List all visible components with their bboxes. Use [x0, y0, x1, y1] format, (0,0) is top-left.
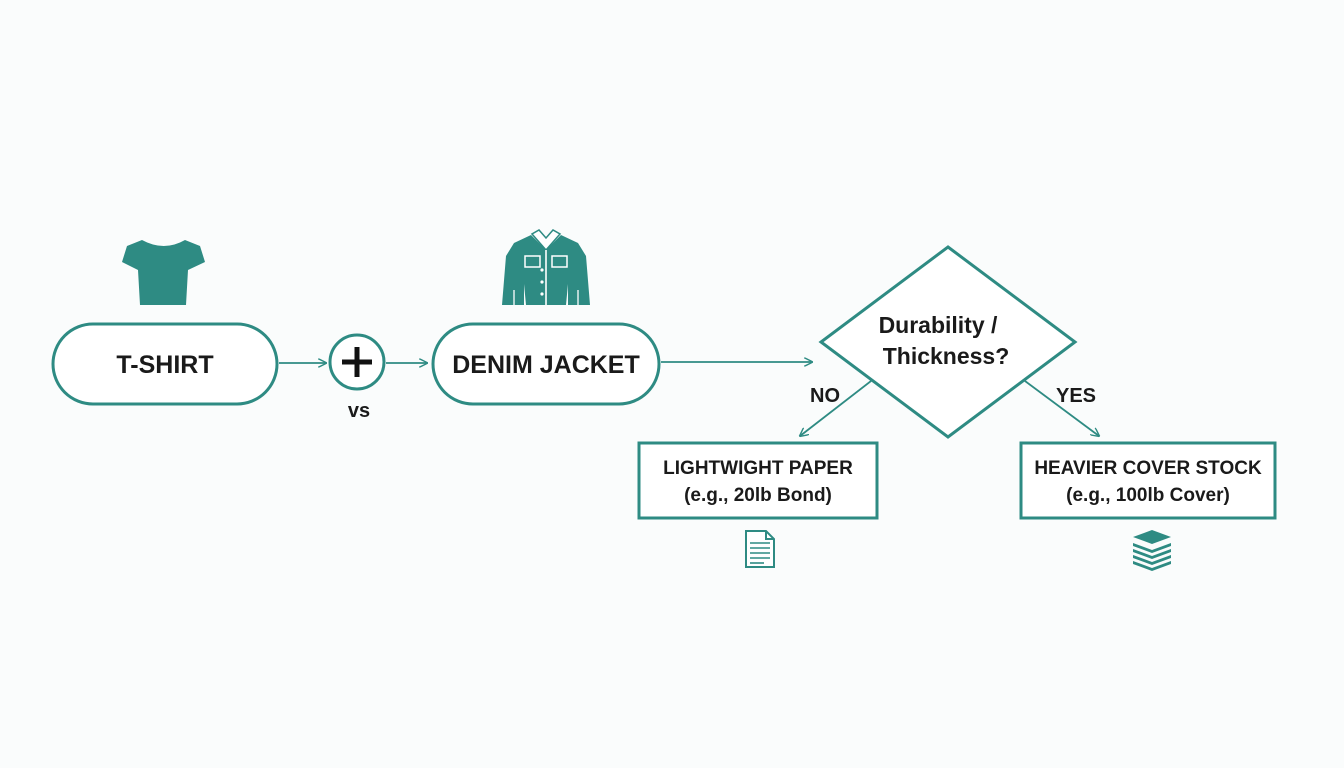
heavy-line-2: (e.g., 100lb Cover) [1066, 485, 1230, 506]
lightweight-paper-node: LIGHTWIGHT PAPER (e.g., 20lb Bond) [637, 441, 879, 520]
decision-line-2: Thickness? [883, 343, 1010, 369]
jacket-label: DENIM JACKET [452, 351, 640, 379]
tshirt-icon [122, 240, 205, 305]
tshirt-node: T-SHIRT [51, 322, 279, 406]
plus-icon [328, 333, 386, 391]
jacket-icon [502, 229, 590, 305]
no-label: NO [810, 385, 840, 407]
edge-decision-no [800, 380, 872, 436]
tshirt-label: T-SHIRT [116, 351, 213, 379]
vs-label: vs [348, 400, 370, 422]
jacket-node: DENIM JACKET [431, 322, 661, 406]
edge-decision-yes [1024, 380, 1099, 436]
heavy-line-1: HEAVIER COVER STOCK [1034, 458, 1262, 479]
paper-stack-icon [1133, 530, 1171, 571]
lightweight-line-2: (e.g., 20lb Bond) [684, 485, 832, 506]
heavy-cover-node: HEAVIER COVER STOCK (e.g., 100lb Cover) [1019, 441, 1277, 520]
yes-label: YES [1056, 385, 1096, 407]
decision-node: Durability / Thickness? [818, 245, 1078, 439]
document-icon [745, 530, 775, 568]
lightweight-line-1: LIGHTWIGHT PAPER [663, 458, 853, 479]
decision-line-1: Durability / [879, 312, 998, 338]
